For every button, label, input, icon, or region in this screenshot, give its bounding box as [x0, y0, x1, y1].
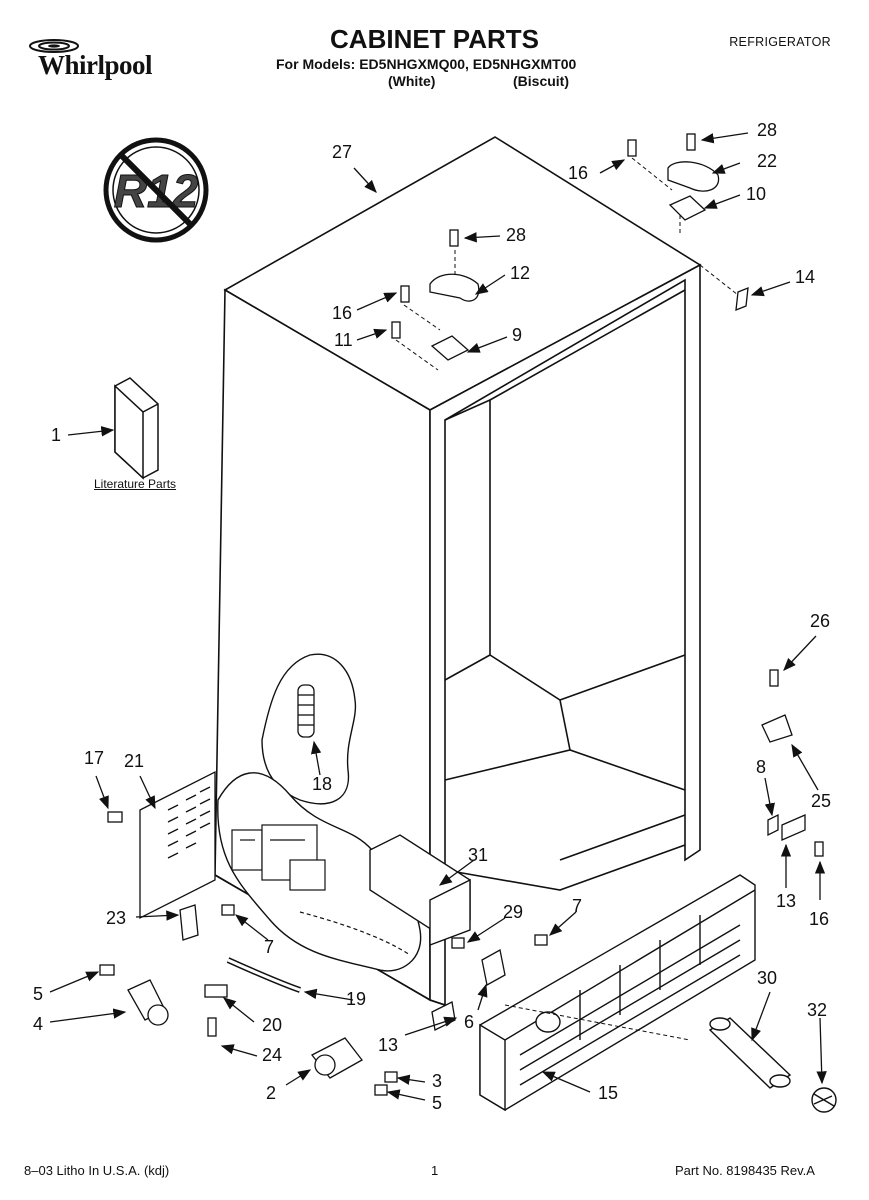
- callout-10: 10: [746, 184, 767, 204]
- assembly-guide-lines: [395, 157, 739, 1041]
- callout-14: 14: [795, 267, 816, 287]
- callout-22: 22: [757, 151, 778, 171]
- appliance-type: REFRIGERATOR: [729, 35, 831, 49]
- callout-8: 8: [756, 757, 767, 777]
- callout-17: 17: [84, 748, 105, 768]
- footer-page-number: 1: [431, 1163, 439, 1178]
- callout-5-left: 5: [33, 984, 44, 1004]
- callout-9: 9: [512, 325, 523, 345]
- callout-16-right: 16: [809, 909, 830, 929]
- screw-28-top: [686, 133, 696, 151]
- whirlpool-logo: Whirlpool: [24, 30, 184, 110]
- callout-7-left: 7: [264, 937, 275, 957]
- callout-18: 18: [312, 774, 333, 794]
- variant-biscuit: (Biscuit): [513, 73, 569, 89]
- callout-28-mid: 28: [506, 225, 527, 245]
- literature-parts-label: Literature Parts: [94, 477, 177, 491]
- callout-28-top: 28: [757, 120, 778, 140]
- callout-13-right: 13: [776, 891, 797, 911]
- callout-11: 11: [334, 330, 353, 350]
- callout-3: 3: [432, 1071, 443, 1091]
- footer-part-number: Part No. 8198435 Rev.A: [675, 1163, 815, 1178]
- screw-16-top: [627, 139, 637, 157]
- callout-32: 32: [807, 1000, 828, 1020]
- drain-tube: [297, 684, 315, 738]
- callout-31: 31: [468, 845, 489, 865]
- base-grille: [479, 874, 756, 1112]
- latch-14: [735, 286, 749, 312]
- callout-24: 24: [262, 1045, 283, 1065]
- literature-booklet: [114, 377, 159, 480]
- callout-2: 2: [266, 1083, 277, 1103]
- callout-7-right: 7: [572, 896, 583, 916]
- filter-cap: [811, 1087, 837, 1113]
- footer-litho: 8–03 Litho In U.S.A. (kdj): [24, 1163, 170, 1178]
- brand-name: Whirlpool: [38, 50, 153, 80]
- callout-12: 12: [510, 263, 531, 283]
- screw-16-mid: [400, 285, 410, 303]
- callout-27: 27: [332, 142, 353, 162]
- callout-15: 15: [598, 1083, 619, 1103]
- no-r12-badge: R12: [103, 137, 209, 243]
- hinge-10: [668, 195, 707, 221]
- page-title: CABINET PARTS: [330, 24, 539, 54]
- callout-20: 20: [262, 1015, 283, 1035]
- callout-1: 1: [51, 425, 62, 445]
- models-line: For Models: ED5NHGXMQ00, ED5NHGXMT00: [276, 56, 577, 72]
- callout-29: 29: [503, 902, 524, 922]
- machine-components: [231, 824, 411, 956]
- swirl-icon: [29, 39, 79, 53]
- callout-6: 6: [464, 1012, 475, 1032]
- filter-housing: [369, 834, 471, 947]
- hinge-cover-22: [667, 161, 720, 192]
- leader-arrows: [49, 132, 827, 1101]
- water-filter-cartridge: [708, 1017, 792, 1089]
- callout-19: 19: [346, 989, 367, 1009]
- callout-5-bottom: 5: [432, 1093, 443, 1113]
- callout-4: 4: [33, 1014, 44, 1034]
- callout-30: 30: [757, 968, 778, 988]
- callout-23: 23: [106, 908, 127, 928]
- callout-26: 26: [810, 611, 831, 631]
- callout-21: 21: [124, 751, 145, 771]
- callout-25: 25: [811, 791, 832, 811]
- screw-28-mid: [449, 229, 459, 247]
- rear-grille-panel: [139, 770, 216, 920]
- small-hardware: [99, 133, 824, 1096]
- screw-11: [391, 321, 401, 339]
- callout-16-top: 16: [568, 163, 589, 183]
- callout-16-mid: 16: [332, 303, 353, 323]
- variant-white: (White): [388, 73, 436, 89]
- callout-13-bottom: 13: [378, 1035, 399, 1055]
